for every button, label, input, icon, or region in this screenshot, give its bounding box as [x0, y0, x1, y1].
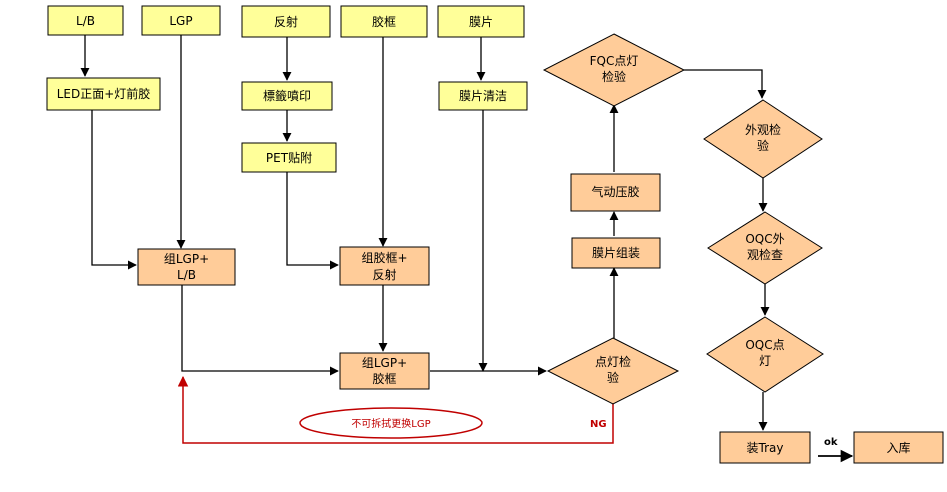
input-lgp-box: LGP	[141, 5, 221, 36]
step-lgp-frame-line2: 胶框	[372, 371, 396, 386]
step-lgp-lb-line1: 组LGP+	[164, 252, 209, 266]
input-reflector-box: 反射	[241, 5, 331, 38]
check-light-diamond: 点灯检 验	[546, 337, 680, 405]
input-lgp-label: LGP	[169, 14, 192, 28]
ng-rework-line	[177, 375, 614, 444]
check-light-line2: 验	[607, 370, 619, 385]
input-frame-label: 胶框	[372, 14, 396, 29]
check-oqc-visual-line2: 观检查	[747, 247, 783, 262]
check-visual-diamond: 外观检 验	[703, 99, 823, 179]
input-film-box: 膜片	[437, 5, 525, 38]
step-air-press-box: 气动压胶	[570, 173, 661, 212]
arrow-lgp-lb-to-lgp-frame	[181, 285, 339, 376]
step-lgp-lb-box: 组LGP+ L/B	[137, 248, 236, 286]
check-oqc-light-diamond: OQC点 灯	[706, 316, 824, 393]
check-visual-line2: 验	[757, 138, 769, 153]
check-fqc-line1: FQC点灯	[590, 54, 639, 68]
arrow-fqc-to-visual	[684, 69, 767, 99]
step-pet-attach-label: PET贴附	[266, 151, 312, 165]
step-lgp-frame-box: 组LGP+ 胶框	[339, 352, 430, 390]
step-led-front-label: LED正面+灯前胶	[57, 86, 151, 101]
check-fqc-diamond: FQC点灯 检验	[542, 33, 686, 107]
step-warehouse-label: 入库	[886, 440, 910, 455]
check-fqc-line2: 检验	[602, 69, 626, 84]
step-film-clean-label: 膜片清洁	[459, 89, 507, 103]
rework-note-label: 不可拆拭更换LGP	[351, 417, 430, 430]
check-light-line1: 点灯检	[595, 354, 631, 369]
step-film-clean-box: 膜片清洁	[438, 81, 528, 111]
step-frame-reflector-line2: 反射	[372, 267, 396, 282]
input-lb-label: L/B	[76, 14, 95, 28]
step-lgp-frame-line1: 组LGP+	[362, 356, 407, 370]
step-air-press-label: 气动压胶	[591, 184, 639, 199]
step-label-print-label: 標籤噴印	[263, 88, 311, 103]
step-frame-reflector-line1: 组胶框+	[361, 250, 407, 265]
step-led-front-box: LED正面+灯前胶	[46, 77, 161, 111]
step-lgp-lb-line2: L/B	[177, 268, 196, 282]
step-frame-reflector-box: 组胶框+ 反射	[339, 246, 430, 286]
ng-label: NG	[590, 419, 607, 430]
step-pet-attach-box: PET贴附	[241, 142, 337, 173]
step-pack-tray-label: 装Tray	[747, 441, 784, 455]
check-oqc-visual-diamond: OQC外 观检查	[707, 211, 823, 285]
connectors	[80, 35, 854, 463]
step-pack-tray-box: 装Tray	[719, 431, 811, 464]
rework-note: 不可拆拭更换LGP	[299, 407, 483, 439]
arrow-pet-to-frame-ref	[286, 172, 339, 270]
step-label-print-box: 標籤噴印	[241, 81, 333, 111]
check-oqc-visual-line1: OQC外	[745, 232, 784, 246]
check-oqc-light-line2: 灯	[759, 354, 771, 368]
input-film-label: 膜片	[469, 15, 493, 29]
step-film-assembly-box: 膜片组装	[571, 237, 661, 269]
arrow-led-to-lgp-lb	[91, 110, 137, 270]
input-frame-box: 胶框	[340, 5, 428, 38]
input-reflector-label: 反射	[274, 14, 298, 29]
check-visual-line1: 外观检	[745, 122, 781, 137]
input-lb-box: L/B	[47, 5, 124, 36]
step-film-assembly-label: 膜片组装	[592, 246, 640, 260]
ok-label: ok	[824, 437, 838, 448]
step-warehouse-box: 入库	[853, 431, 944, 464]
check-oqc-light-line1: OQC点	[745, 338, 784, 352]
